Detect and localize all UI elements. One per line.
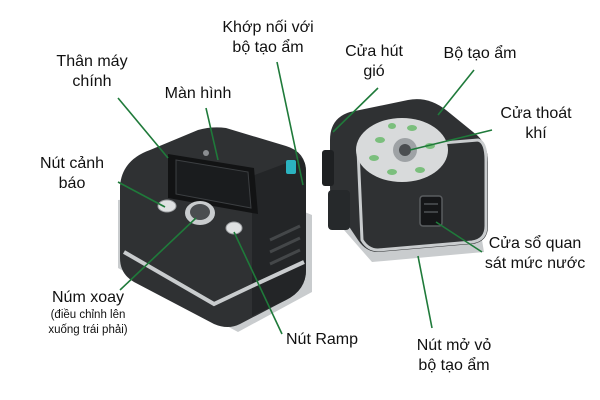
- humidifier-front-trim: [356, 138, 488, 252]
- lid-pattern: [369, 123, 435, 175]
- leader-man-hinh: [205, 107, 219, 161]
- leader-num-xoay: [119, 217, 197, 291]
- label-cua-hut-gio: Cửa hút gió: [345, 43, 403, 80]
- label-khop-noi-voi-bo-tao-am: Khớp nối với bộ tạo ẩm: [222, 19, 314, 56]
- leader-bo-tao-am: [437, 69, 475, 116]
- label-nut-canh-bao: Nút cảnh báo: [39, 155, 105, 192]
- air-inlet-port: [322, 150, 334, 186]
- label-than-may-chinh: Thân máy chính: [56, 53, 128, 90]
- coupling-port: [286, 160, 296, 174]
- logo-mark: [203, 150, 209, 156]
- label-bo-tao-am: Bộ tạo ẩm: [443, 45, 517, 62]
- leader-cua-thoat: [409, 129, 493, 151]
- leader-nut-ramp: [233, 231, 283, 335]
- humidifier-unit: [322, 99, 488, 262]
- leader-lines: [117, 61, 493, 335]
- rotary-knob-face: [190, 204, 210, 220]
- alarm-button-shape: [157, 199, 177, 213]
- water-window: [419, 195, 443, 227]
- main-unit-trim-stripe: [122, 250, 305, 307]
- label-nut-mo-vo-bo-tao-am: Nút mở vỏ bộ tạo ẩm: [416, 337, 492, 374]
- label-cua-thoat-khi: Cửa thoát khí: [500, 105, 572, 142]
- leader-nut-mo-vo: [417, 255, 433, 329]
- outlet-hole: [399, 144, 411, 156]
- label-cua-so-quan-sat-muc-nuoc: Cửa sổ quan sát mức nước: [484, 235, 586, 272]
- label-nut-ramp: Nút Ramp: [285, 331, 359, 348]
- connector-block: [328, 190, 350, 230]
- leader-khop-noi: [276, 61, 304, 186]
- label-num-xoay: Núm xoay (điều chỉnh lên xuống trái phải…: [48, 289, 128, 336]
- leader-than-may: [117, 97, 169, 159]
- leader-cua-hut: [332, 87, 379, 133]
- main-unit-vents: [269, 224, 301, 266]
- label-man-hinh: Màn hình: [164, 85, 232, 102]
- ramp-button-shape: [225, 221, 243, 235]
- leader-cua-so: [435, 221, 483, 253]
- screen-display: [175, 159, 252, 209]
- leader-nut-canh-bao: [117, 181, 166, 208]
